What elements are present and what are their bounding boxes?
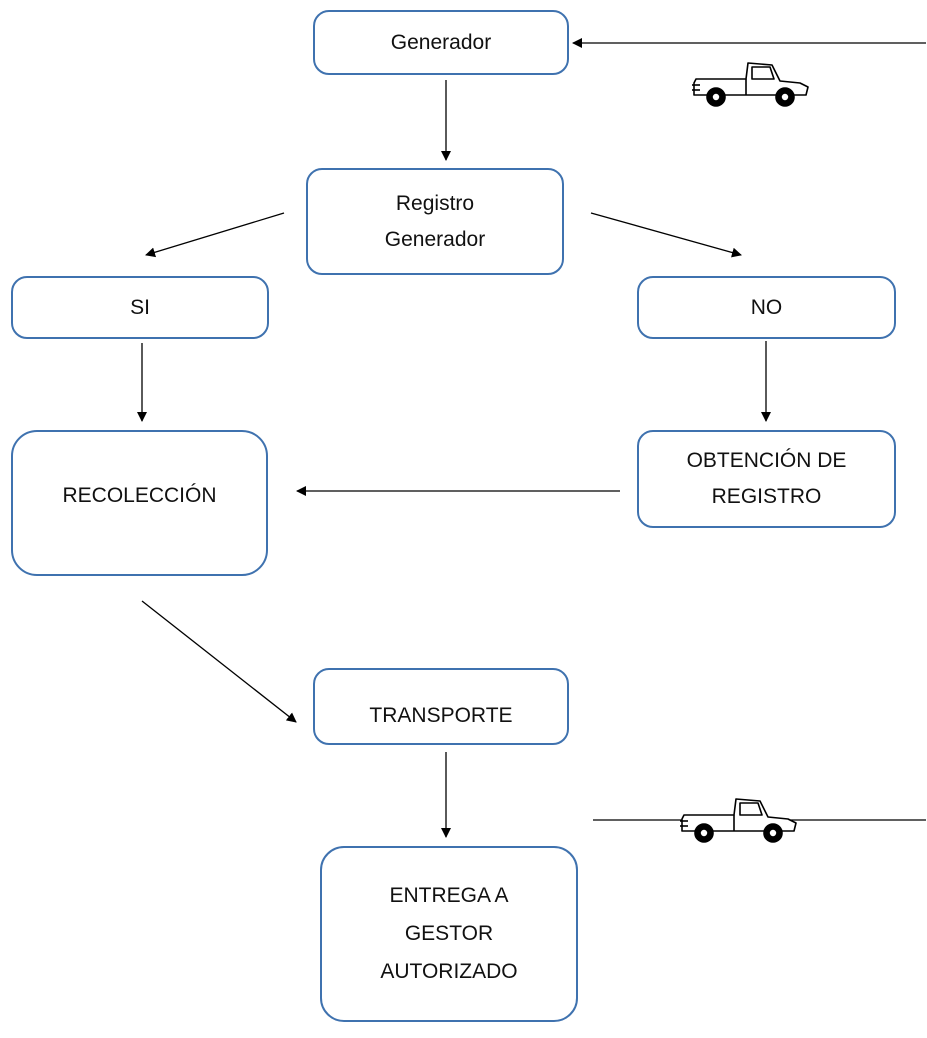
pickup-truck-icon — [680, 798, 797, 843]
pickup-truck-icon — [692, 62, 809, 107]
node-label: TRANSPORTE — [369, 704, 513, 727]
node-label: SI — [130, 295, 150, 319]
node-label: AUTORIZADO — [380, 960, 518, 983]
node-transporte: TRANSPORTE — [313, 668, 569, 745]
node-recoleccion: RECOLECCIÓN — [11, 430, 268, 576]
node-generador: Generador — [313, 10, 569, 75]
node-label: NO — [750, 295, 783, 319]
edge-registro-si — [145, 212, 285, 258]
edge-recoleccion-transporte — [141, 600, 297, 723]
edge-registro-no — [590, 212, 742, 258]
node-entrega-gestor: ENTREGA A GESTOR AUTORIZADO — [320, 846, 578, 1022]
node-label: OBTENCIÓN DE — [686, 449, 847, 472]
node-registro-generador: Registro Generador — [306, 168, 564, 275]
node-obtencion-registro: OBTENCIÓN DE REGISTRO — [637, 430, 896, 528]
node-label: Generador — [384, 227, 486, 251]
node-label: Generador — [390, 30, 492, 54]
node-label: GESTOR — [404, 922, 494, 945]
node-no: NO — [637, 276, 896, 339]
node-label: ENTREGA A — [389, 884, 509, 907]
node-label: Registro — [395, 191, 475, 215]
node-label: RECOLECCIÓN — [62, 484, 217, 507]
node-si: SI — [11, 276, 269, 339]
node-label: REGISTRO — [711, 485, 822, 508]
